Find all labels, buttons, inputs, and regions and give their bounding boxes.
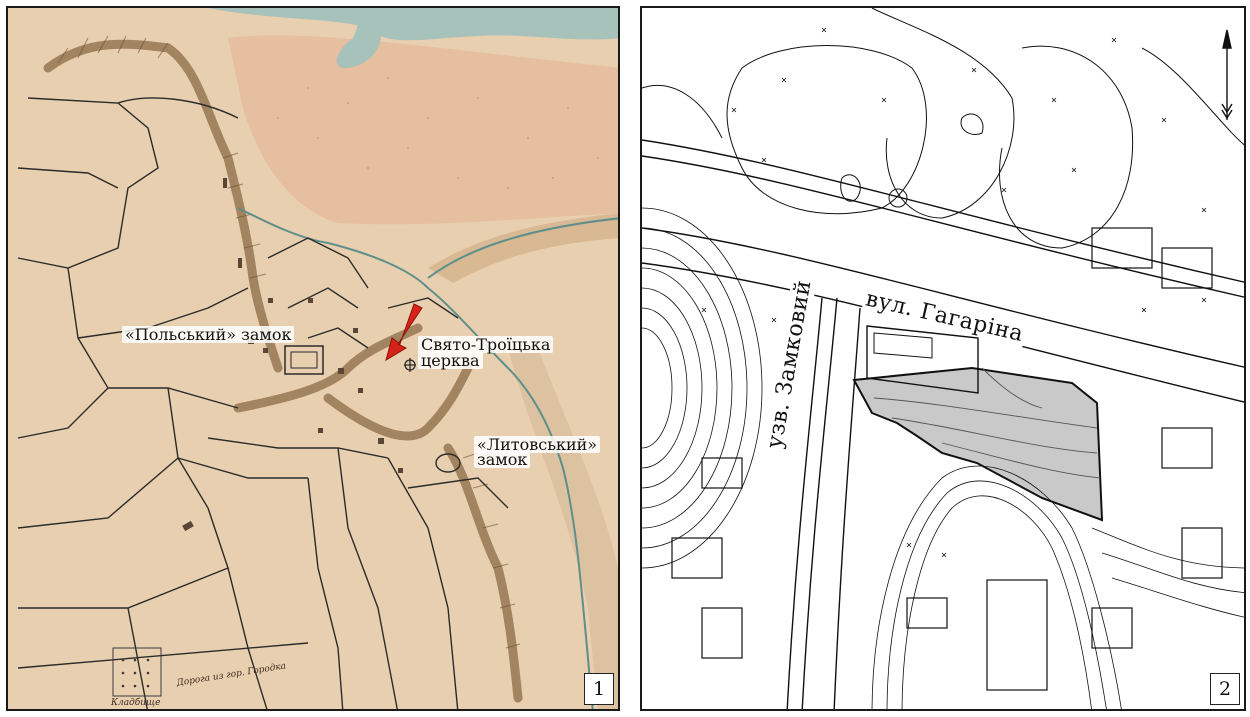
tree-markers (701, 27, 1207, 558)
cemetery-handwriting: Кладбище (111, 698, 161, 708)
top-water (208, 8, 618, 41)
historic-map-drawing (8, 8, 618, 709)
church-pointer-arrow-icon (385, 303, 423, 362)
zamkovyi-street-lines (786, 297, 861, 709)
parcels (17, 97, 509, 709)
panel-number-2: 2 (1210, 673, 1240, 705)
topographic-plan-drawing (642, 8, 1244, 709)
cemetery-square (112, 647, 162, 697)
lithuanian-castle-label-line1: «Литовський» (474, 436, 601, 453)
river-band (428, 213, 618, 283)
topographic-plan-panel: вул. Гагаріна узв. Замковий 2 (640, 6, 1246, 711)
buildings (182, 178, 403, 532)
panel-number-1: 1 (584, 673, 614, 705)
sand-area (228, 35, 618, 225)
church-label-line1: Свято-Троїцька (418, 336, 554, 353)
highlighted-plot (852, 366, 1104, 522)
polish-castle-outline (284, 345, 324, 375)
hill-contours (642, 207, 763, 569)
polish-castle-label: «Польський» замок (122, 326, 295, 343)
lithuanian-castle-outline (435, 453, 461, 473)
lithuanian-castle-label-line2: замок (474, 451, 531, 468)
church-label-line2: церква (418, 352, 483, 369)
north-arrow-icon (1221, 29, 1233, 120)
historic-map-panel: «Польський» замок Свято-Троїцька церква … (6, 6, 620, 711)
stream-east (427, 217, 618, 279)
church-symbol (404, 358, 416, 372)
